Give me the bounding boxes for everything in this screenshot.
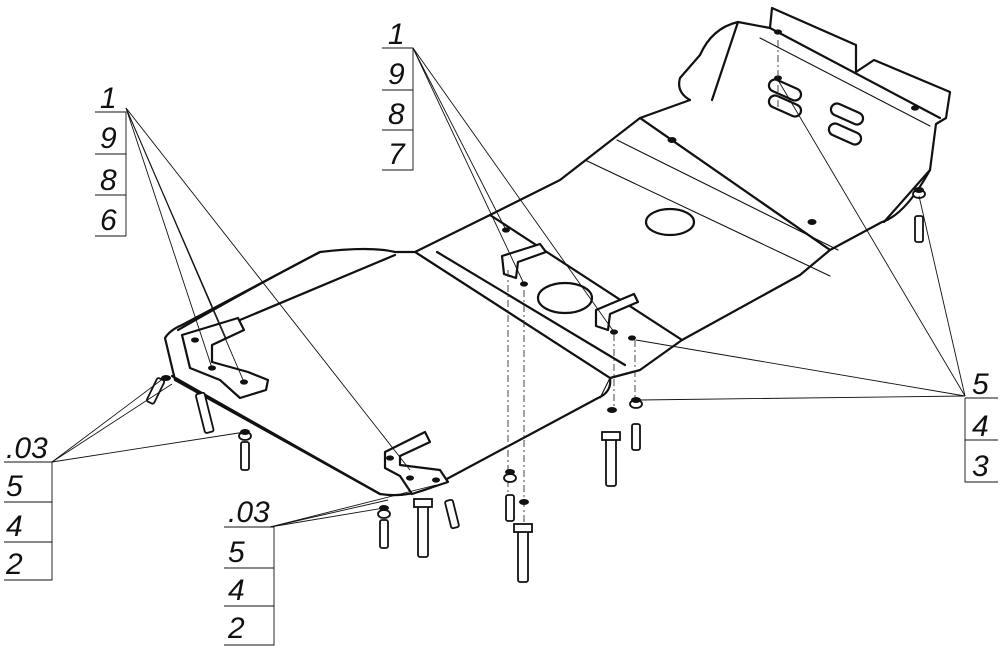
callout-label: 9 (100, 122, 117, 155)
callout-label: 5 (972, 368, 989, 401)
callout-label: 5 (6, 470, 23, 503)
short-bolt (444, 498, 460, 530)
leader-lines (51, 47, 966, 528)
callout-label: 3 (972, 450, 989, 483)
long-bolt (601, 431, 621, 487)
skid-plate-assembly (163, 6, 952, 497)
middle-plate (488, 116, 839, 342)
callout-left-top: 1 9 8 6 (95, 82, 127, 237)
callout-label: 7 (388, 138, 406, 171)
left-mount-bracket (180, 316, 270, 400)
short-bolt (377, 509, 391, 549)
callout-label: 2 (5, 548, 23, 581)
short-bolt (238, 431, 252, 471)
center-plate (413, 213, 684, 380)
callout-center-bottom: .03 5 4 2 (224, 496, 275, 646)
long-bolt (195, 391, 215, 434)
short-bolt (629, 399, 643, 451)
callout-right: 5 4 3 (964, 368, 998, 483)
front-plate (163, 247, 612, 497)
callout-label: 8 (388, 98, 405, 131)
callout-center-top: 1 9 8 7 (382, 18, 414, 171)
callout-label: 6 (100, 204, 117, 237)
long-bolt (513, 523, 533, 583)
long-bolt (413, 498, 433, 558)
callout-label: 1 (100, 82, 117, 115)
fasteners (146, 40, 926, 583)
callout-label: 4 (228, 574, 245, 607)
callout-label: .03 (6, 432, 48, 465)
center-left-bracket (500, 242, 548, 280)
callout-label: 8 (100, 164, 117, 197)
short-bolt (503, 473, 517, 522)
callout-left-bottom: .03 5 4 2 (4, 432, 53, 581)
callout-label: 9 (388, 58, 405, 91)
callout-label: 2 (227, 612, 245, 645)
callout-label: 4 (972, 410, 989, 443)
callout-label: 5 (228, 536, 245, 569)
callout-label: .03 (228, 496, 270, 529)
front-mount-bracket (383, 430, 450, 496)
callout-label: 4 (6, 510, 23, 543)
callout-label: 1 (388, 18, 405, 51)
rear-plate (638, 6, 952, 252)
